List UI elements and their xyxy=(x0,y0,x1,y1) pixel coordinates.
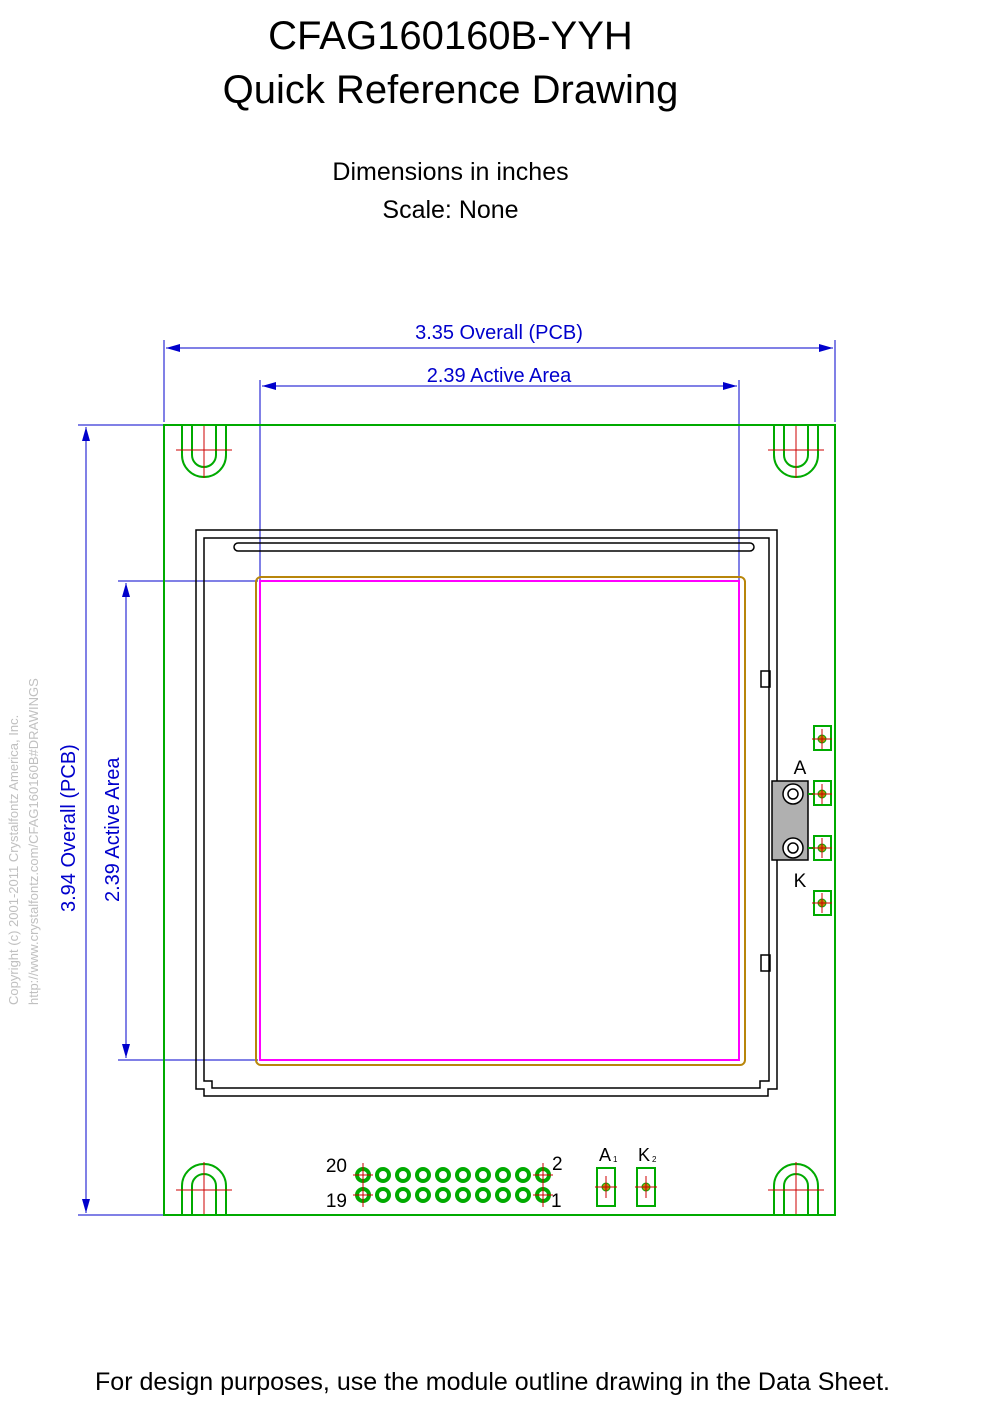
footer-note: For design purposes, use the module outl… xyxy=(95,1368,890,1396)
pin-hole xyxy=(399,1171,407,1179)
drawing-subtitle: Quick Reference Drawing xyxy=(222,68,679,112)
lcd-bezel xyxy=(195,529,778,1097)
mounting-slot-top-right xyxy=(768,426,824,478)
pin-hole xyxy=(479,1191,487,1199)
active-width-label: 2.39 Active Area xyxy=(427,365,572,387)
pin-hole xyxy=(459,1171,467,1179)
pin-hole xyxy=(419,1171,427,1179)
backlight-cathode-label: K xyxy=(794,871,807,892)
backlight-anode-label: A xyxy=(794,758,807,779)
anode-pad xyxy=(595,1167,617,1207)
cathode-pad-sub: 2 xyxy=(652,1155,657,1164)
scale-note: Scale: None xyxy=(382,196,519,224)
pin-hole xyxy=(439,1191,447,1199)
pin-hole xyxy=(379,1191,387,1199)
pin-hole xyxy=(379,1171,387,1179)
pin-hole xyxy=(499,1171,507,1179)
pin-header xyxy=(353,1163,553,1207)
units-note: Dimensions in inches xyxy=(332,158,569,186)
active-height-dimension xyxy=(118,580,258,1061)
backlight-solder-tabs xyxy=(808,725,832,916)
overall-height-dimension xyxy=(78,424,164,1216)
anode-pad-label: A xyxy=(599,1145,611,1165)
pin-hole xyxy=(439,1171,447,1179)
pcb-outline xyxy=(163,424,836,1216)
pin-hole xyxy=(459,1191,467,1199)
drawing-title: CFAG160160B-YYH xyxy=(268,14,633,58)
pin-hole xyxy=(519,1171,527,1179)
active-width-dimension xyxy=(259,380,740,580)
viewing-area xyxy=(255,576,746,1066)
backlight-connector xyxy=(771,780,809,861)
mounting-slot-bottom-right xyxy=(768,1162,824,1214)
pin-hole xyxy=(499,1191,507,1199)
active-area xyxy=(259,580,740,1061)
anode-pad-sub: 1 xyxy=(613,1155,618,1164)
pin-label-2: 2 xyxy=(552,1154,563,1175)
pin-label-1: 1 xyxy=(551,1191,562,1212)
pin-hole xyxy=(399,1191,407,1199)
pin-hole xyxy=(479,1171,487,1179)
pin-label-19: 19 xyxy=(326,1191,347,1212)
mounting-slot-top-left xyxy=(176,426,232,478)
backlight-tab-holes xyxy=(812,729,832,913)
overall-width-dimension xyxy=(163,340,836,422)
pin-label-20: 20 xyxy=(326,1156,347,1177)
pin-hole xyxy=(519,1191,527,1199)
cathode-pad-label: K xyxy=(638,1145,650,1165)
overall-width-label: 3.35 Overall (PCB) xyxy=(415,322,583,344)
cathode-pad xyxy=(635,1167,657,1207)
pin-hole xyxy=(419,1191,427,1199)
mounting-slot-bottom-left xyxy=(176,1162,232,1214)
